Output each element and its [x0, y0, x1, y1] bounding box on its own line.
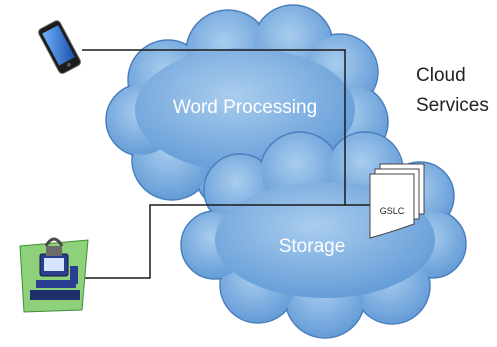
word-processing-label: Word Processing: [173, 97, 317, 118]
phone-connector: [82, 49, 385, 206]
cloud-services-label-line2: Services: [416, 95, 489, 116]
computer-connector: [84, 204, 345, 279]
connector-lines: [82, 49, 385, 279]
smartphone-icon: [38, 20, 81, 74]
cloud-services-label-line1: Cloud: [416, 65, 466, 86]
document-stack-icon: GSLC: [369, 163, 425, 239]
gslc-document-label: GSLC: [380, 206, 405, 216]
storage-label: Storage: [279, 236, 346, 257]
secure-computer-icon: [19, 237, 89, 313]
storage-cloud: [180, 131, 467, 339]
